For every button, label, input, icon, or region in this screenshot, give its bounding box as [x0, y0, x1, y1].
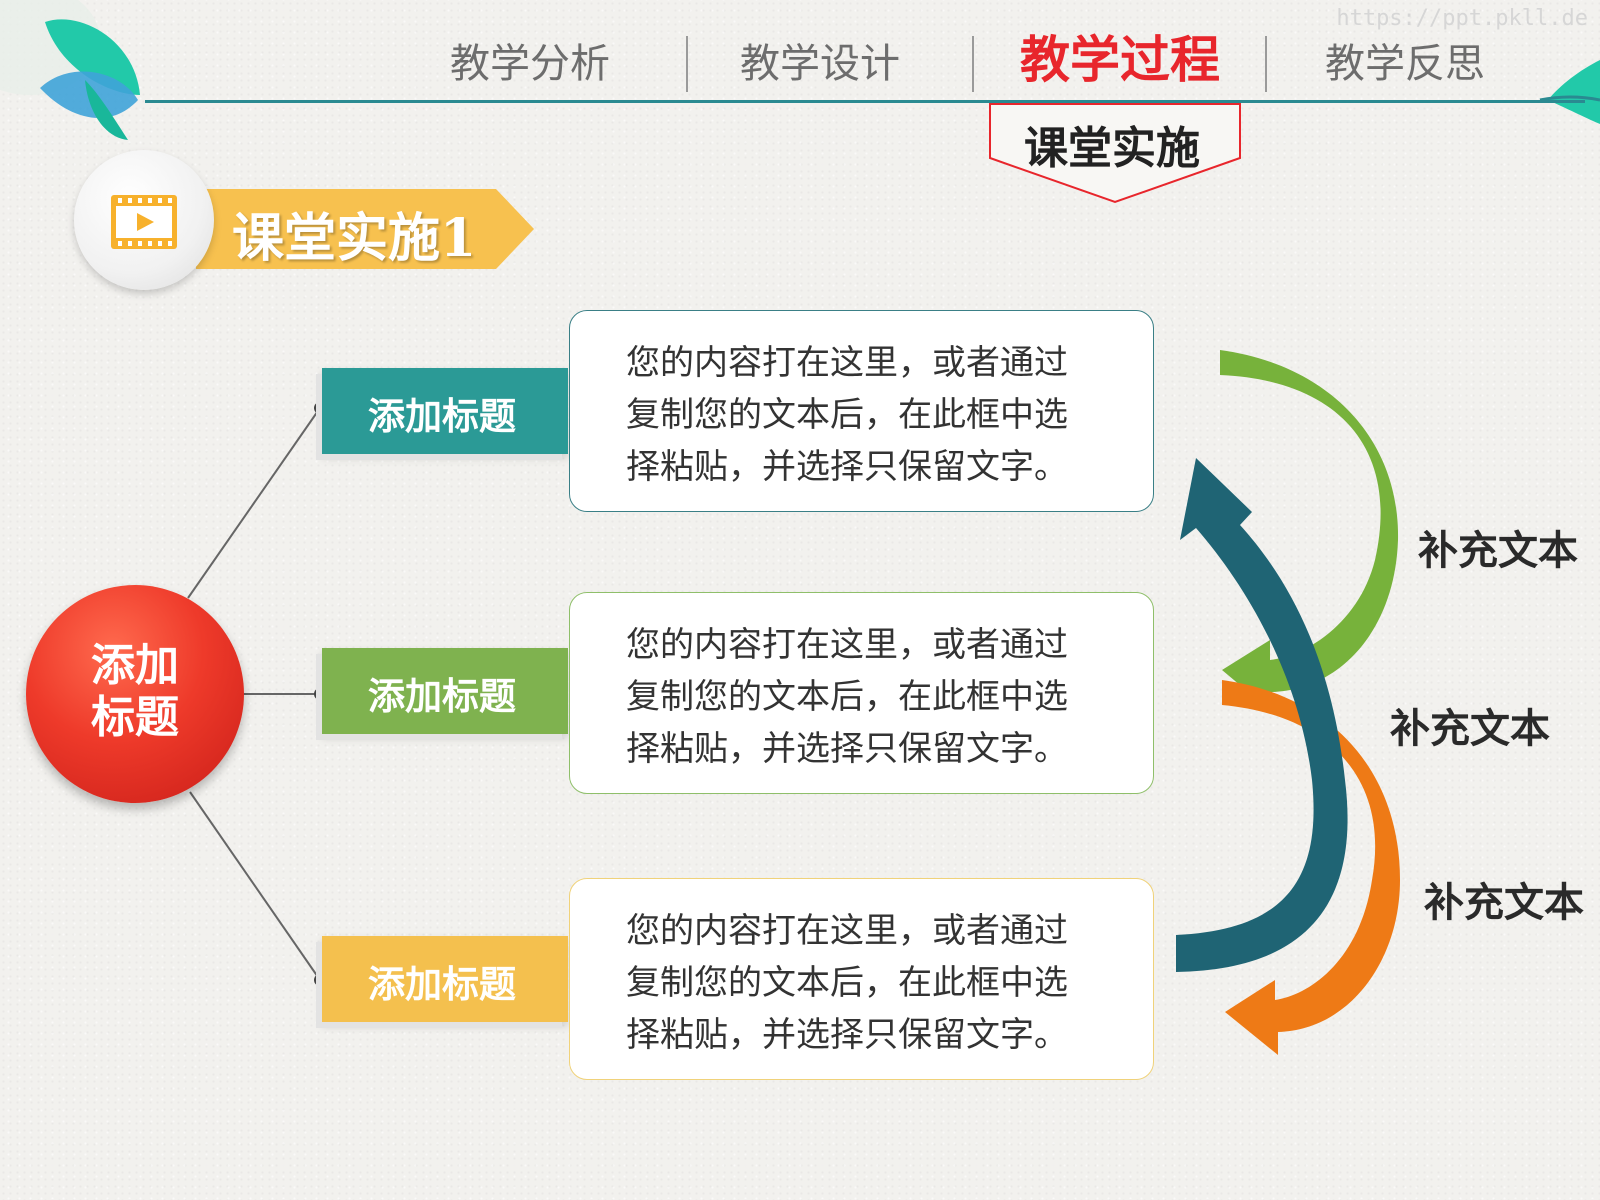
card-text-line: 择粘贴，并选择只保留文字。 [626, 447, 1068, 487]
leaf-right-icon [1539, 60, 1600, 124]
card-text-line: 择粘贴，并选择只保留文字。 [626, 729, 1068, 769]
card-text: 您的内容打在这里，或者通过 复制您的文本后，在此框中选 择粘贴，并选择只保留文字… [626, 337, 1116, 493]
connector-lines [187, 407, 321, 981]
content-card-2[interactable]: 您的内容打在这里，或者通过 复制您的文本后，在此框中选 择粘贴，并选择只保留文字… [569, 592, 1154, 794]
branch-tag-1[interactable]: 添加标题 [322, 368, 568, 454]
content-card-1[interactable]: 您的内容打在这里，或者通过 复制您的文本后，在此框中选 择粘贴，并选择只保留文字… [569, 310, 1154, 512]
card-text: 您的内容打在这里，或者通过 复制您的文本后，在此框中选 择粘贴，并选择只保留文字… [626, 905, 1116, 1061]
section-title: 课堂实施1 [232, 208, 477, 269]
arrow-teal [1176, 458, 1348, 972]
section-banner-shape [196, 189, 534, 269]
sub-tab-shape [989, 103, 1241, 204]
video-play-icon [111, 195, 177, 249]
branch-tag-2[interactable]: 添加标题 [322, 648, 568, 734]
branch-tag-3[interactable]: 添加标题 [322, 936, 568, 1022]
card-text: 您的内容打在这里，或者通过 复制您的文本后，在此框中选 择粘贴，并选择只保留文字… [626, 619, 1116, 775]
hub-label: 添加 标题 [26, 640, 244, 744]
side-label-1: 补充文本 [1418, 528, 1578, 574]
card-text-line: 您的内容打在这里，或者通过 [626, 343, 1068, 383]
branch-tag-label: 添加标题 [368, 395, 516, 438]
sub-tab-label[interactable]: 课堂实施 [1024, 123, 1200, 174]
nav-tab-analysis[interactable]: 教学分析 [450, 41, 610, 87]
hub-circle[interactable] [26, 585, 244, 803]
curved-arrows [1176, 350, 1400, 1055]
nav-tab-design[interactable]: 教学设计 [740, 41, 900, 87]
watermark-text: https://ppt.pkll.de [1336, 6, 1588, 31]
side-label-3: 补充文本 [1424, 880, 1584, 926]
card-text-line: 您的内容打在这里，或者通过 [626, 911, 1068, 951]
arrow-orange [1222, 680, 1400, 1055]
nav-divider [1265, 36, 1267, 92]
section-icon-circle [74, 150, 214, 290]
nav-tab-process[interactable]: 教学过程 [1020, 31, 1220, 89]
card-text-line: 复制您的文本后，在此框中选 [626, 395, 1068, 435]
nav-divider [972, 36, 974, 92]
card-text-line: 您的内容打在这里，或者通过 [626, 625, 1068, 665]
branch-tag-label: 添加标题 [368, 675, 516, 718]
hub-label-line1: 添加 [91, 640, 179, 691]
card-text-line: 复制您的文本后，在此框中选 [626, 677, 1068, 717]
card-text-line: 择粘贴，并选择只保留文字。 [626, 1015, 1068, 1055]
hub-label-line2: 标题 [91, 692, 179, 743]
nav-divider [686, 36, 688, 92]
leaf-decoration-icon [0, 0, 140, 140]
arrow-green [1220, 350, 1399, 712]
side-label-2: 补充文本 [1390, 706, 1550, 752]
card-text-line: 复制您的文本后，在此框中选 [626, 963, 1068, 1003]
nav-underline [145, 100, 1585, 103]
nav-tab-reflection[interactable]: 教学反思 [1325, 41, 1485, 87]
content-card-3[interactable]: 您的内容打在这里，或者通过 复制您的文本后，在此框中选 择粘贴，并选择只保留文字… [569, 878, 1154, 1080]
branch-tag-label: 添加标题 [368, 963, 516, 1006]
